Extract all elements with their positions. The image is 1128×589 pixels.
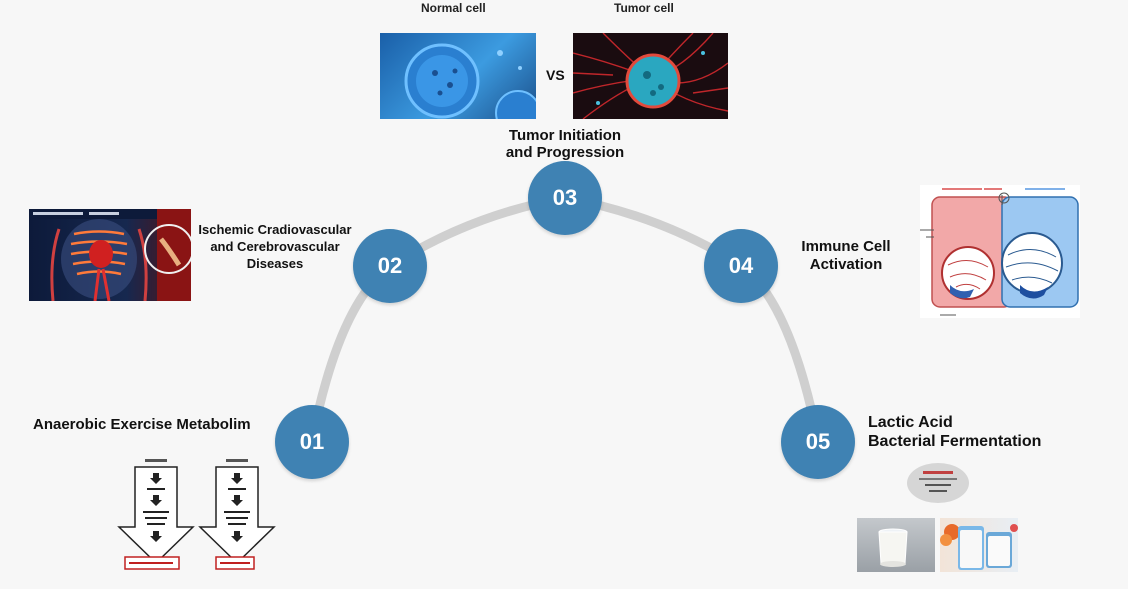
yogurt-jars-image [940,518,1018,572]
node-03: 03 [528,161,602,235]
label-lactic-line-2: Bacterial Fermentation [868,433,1042,450]
label-tumor-line-1: Tumor Initiation [508,127,622,144]
label-ischemic-line-1: Ischemic Cradiovascular [198,222,352,237]
label-tumor-line-2: and Progression [505,144,625,161]
node-01: 01 [275,405,349,479]
lactic-acid-badge [907,463,969,503]
label-lactic-fermentation: Lactic Acid Bacterial Fermentation [868,413,1041,451]
label-immune-activation: Immune Cell Activation [786,238,906,274]
label-immune-line-2: Activation [809,256,883,273]
node-04: 04 [704,229,778,303]
label-anaerobic-exercise: Anaerobic Exercise Metabolim [33,416,251,433]
label-ischemic-diseases: Ischemic Cradiovascular and Cerebrovascu… [190,221,360,272]
label-ischemic-line-3: Diseases [246,256,304,271]
label-immune-line-1: Immune Cell [801,238,891,255]
normal-cell-image [380,33,536,119]
label-ischemic-line-2: and Cerebrovascular [210,239,340,254]
normal-cell-caption: Normal cell [421,1,486,15]
anaerobic-flow-diagram-left [117,457,195,572]
tumor-cell-caption: Tumor cell [614,1,674,15]
immune-cell-image [920,185,1080,318]
label-lactic-line-1: Lactic Acid [868,414,953,431]
vs-text: VS [546,67,565,83]
milk-glass-image [857,518,935,572]
cardiovascular-image [29,209,191,301]
label-tumor-initiation: Tumor Initiation and Progression [480,127,650,161]
tumor-cell-image [573,33,728,119]
node-05: 05 [781,405,855,479]
anaerobic-flow-diagram-right [198,457,276,572]
node-02: 02 [353,229,427,303]
